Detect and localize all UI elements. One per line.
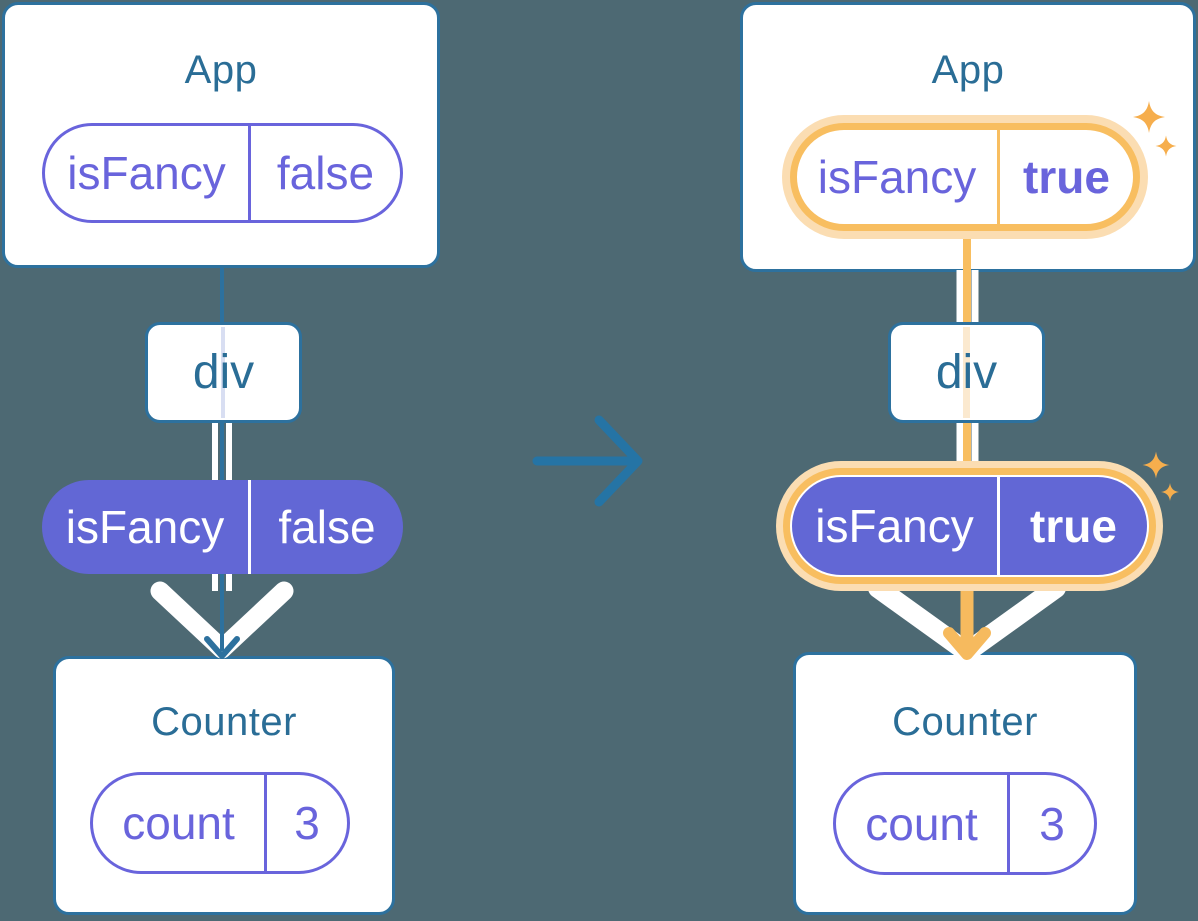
app-title-left: App bbox=[184, 48, 258, 92]
prop-value: true bbox=[1030, 500, 1117, 552]
counter-state-pill-right: count 3 bbox=[833, 772, 1097, 875]
counter-state-pill-left: count 3 bbox=[90, 772, 350, 874]
prop-value: false bbox=[278, 501, 376, 553]
state-prop-pill-left: isFancy false bbox=[42, 480, 403, 574]
div-box-right: div bbox=[888, 322, 1045, 423]
app-prop-pill-left: isFancy false bbox=[42, 123, 403, 223]
down-arrow-orange-icon bbox=[943, 627, 991, 660]
state-name: count bbox=[122, 797, 235, 849]
pill-divider bbox=[248, 480, 251, 574]
prop-name: isFancy bbox=[67, 147, 226, 199]
prop-value: true bbox=[1023, 151, 1110, 203]
prop-name: isFancy bbox=[65, 501, 225, 553]
div-box-left: div bbox=[145, 322, 302, 423]
counter-title-right: Counter bbox=[892, 700, 1038, 744]
sparkles-app-icon bbox=[1133, 101, 1177, 157]
pass-through-line bbox=[963, 327, 970, 418]
pill-divider bbox=[248, 126, 251, 220]
state-value: 3 bbox=[294, 797, 320, 849]
state-name: count bbox=[865, 797, 978, 850]
div-label-left: div bbox=[192, 346, 255, 399]
state-prop-pill-right-highlighted: isFancy true bbox=[792, 477, 1147, 575]
state-value: 3 bbox=[1039, 797, 1065, 850]
pill-divider bbox=[1007, 775, 1010, 872]
sparkles-state-icon bbox=[1142, 451, 1179, 501]
pill-divider bbox=[997, 477, 1000, 575]
div-label-right: div bbox=[935, 346, 998, 399]
pass-through-line bbox=[221, 327, 225, 418]
transition-arrow-icon bbox=[532, 415, 643, 507]
prop-name: isFancy bbox=[817, 151, 977, 203]
prop-value: false bbox=[276, 147, 375, 199]
pill-divider bbox=[264, 775, 267, 871]
counter-title-left: Counter bbox=[151, 700, 297, 744]
prop-name: isFancy bbox=[815, 500, 974, 552]
down-arrow-icon bbox=[204, 636, 240, 659]
app-title-right: App bbox=[931, 48, 1005, 92]
app-prop-pill-right-highlighted: isFancy true bbox=[790, 123, 1140, 231]
pill-divider bbox=[997, 130, 1000, 224]
